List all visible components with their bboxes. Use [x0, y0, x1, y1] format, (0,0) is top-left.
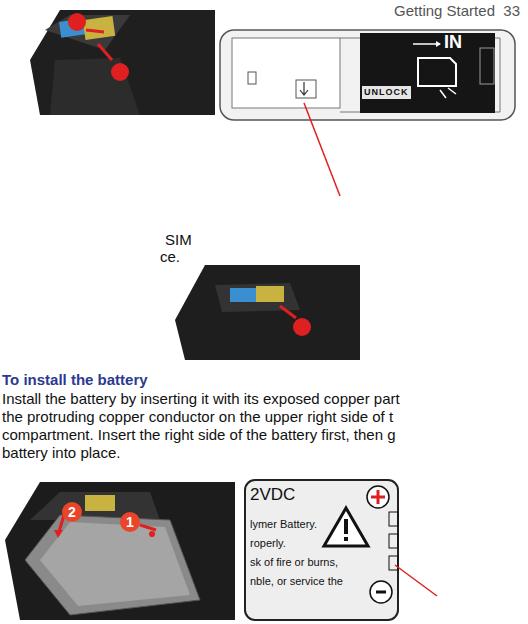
section-heading: To install the battery	[2, 371, 148, 389]
slot-marking: IN	[444, 32, 462, 54]
battery-marking: lymer Battery.	[250, 518, 317, 531]
callout-number: 1	[120, 512, 140, 532]
phone-photo	[30, 10, 215, 115]
battery-marking: roperly.	[250, 537, 286, 550]
battery-photo	[5, 482, 235, 620]
body-text: battery into place.	[2, 444, 120, 462]
body-text: SIM	[165, 231, 192, 249]
body-text: compartment. Insert the right side of th…	[2, 426, 396, 444]
body-text: ce.	[160, 248, 180, 266]
body-text: the protruding copper conductor on the u…	[2, 408, 393, 426]
slot-marking: UNLOCK	[362, 86, 411, 99]
phone-photo	[175, 265, 360, 360]
battery-marking: 2VDC	[250, 485, 295, 505]
callout-number: 2	[62, 502, 82, 522]
page-header: Getting Started 33	[394, 2, 520, 20]
sim-slot-detail	[220, 30, 515, 196]
body-text: Install the battery by inserting it with…	[2, 390, 400, 408]
battery-marking: sk of fire or burns,	[250, 556, 338, 569]
battery-label-detail	[245, 480, 437, 620]
battery-marking: nble, or service the	[250, 575, 343, 588]
